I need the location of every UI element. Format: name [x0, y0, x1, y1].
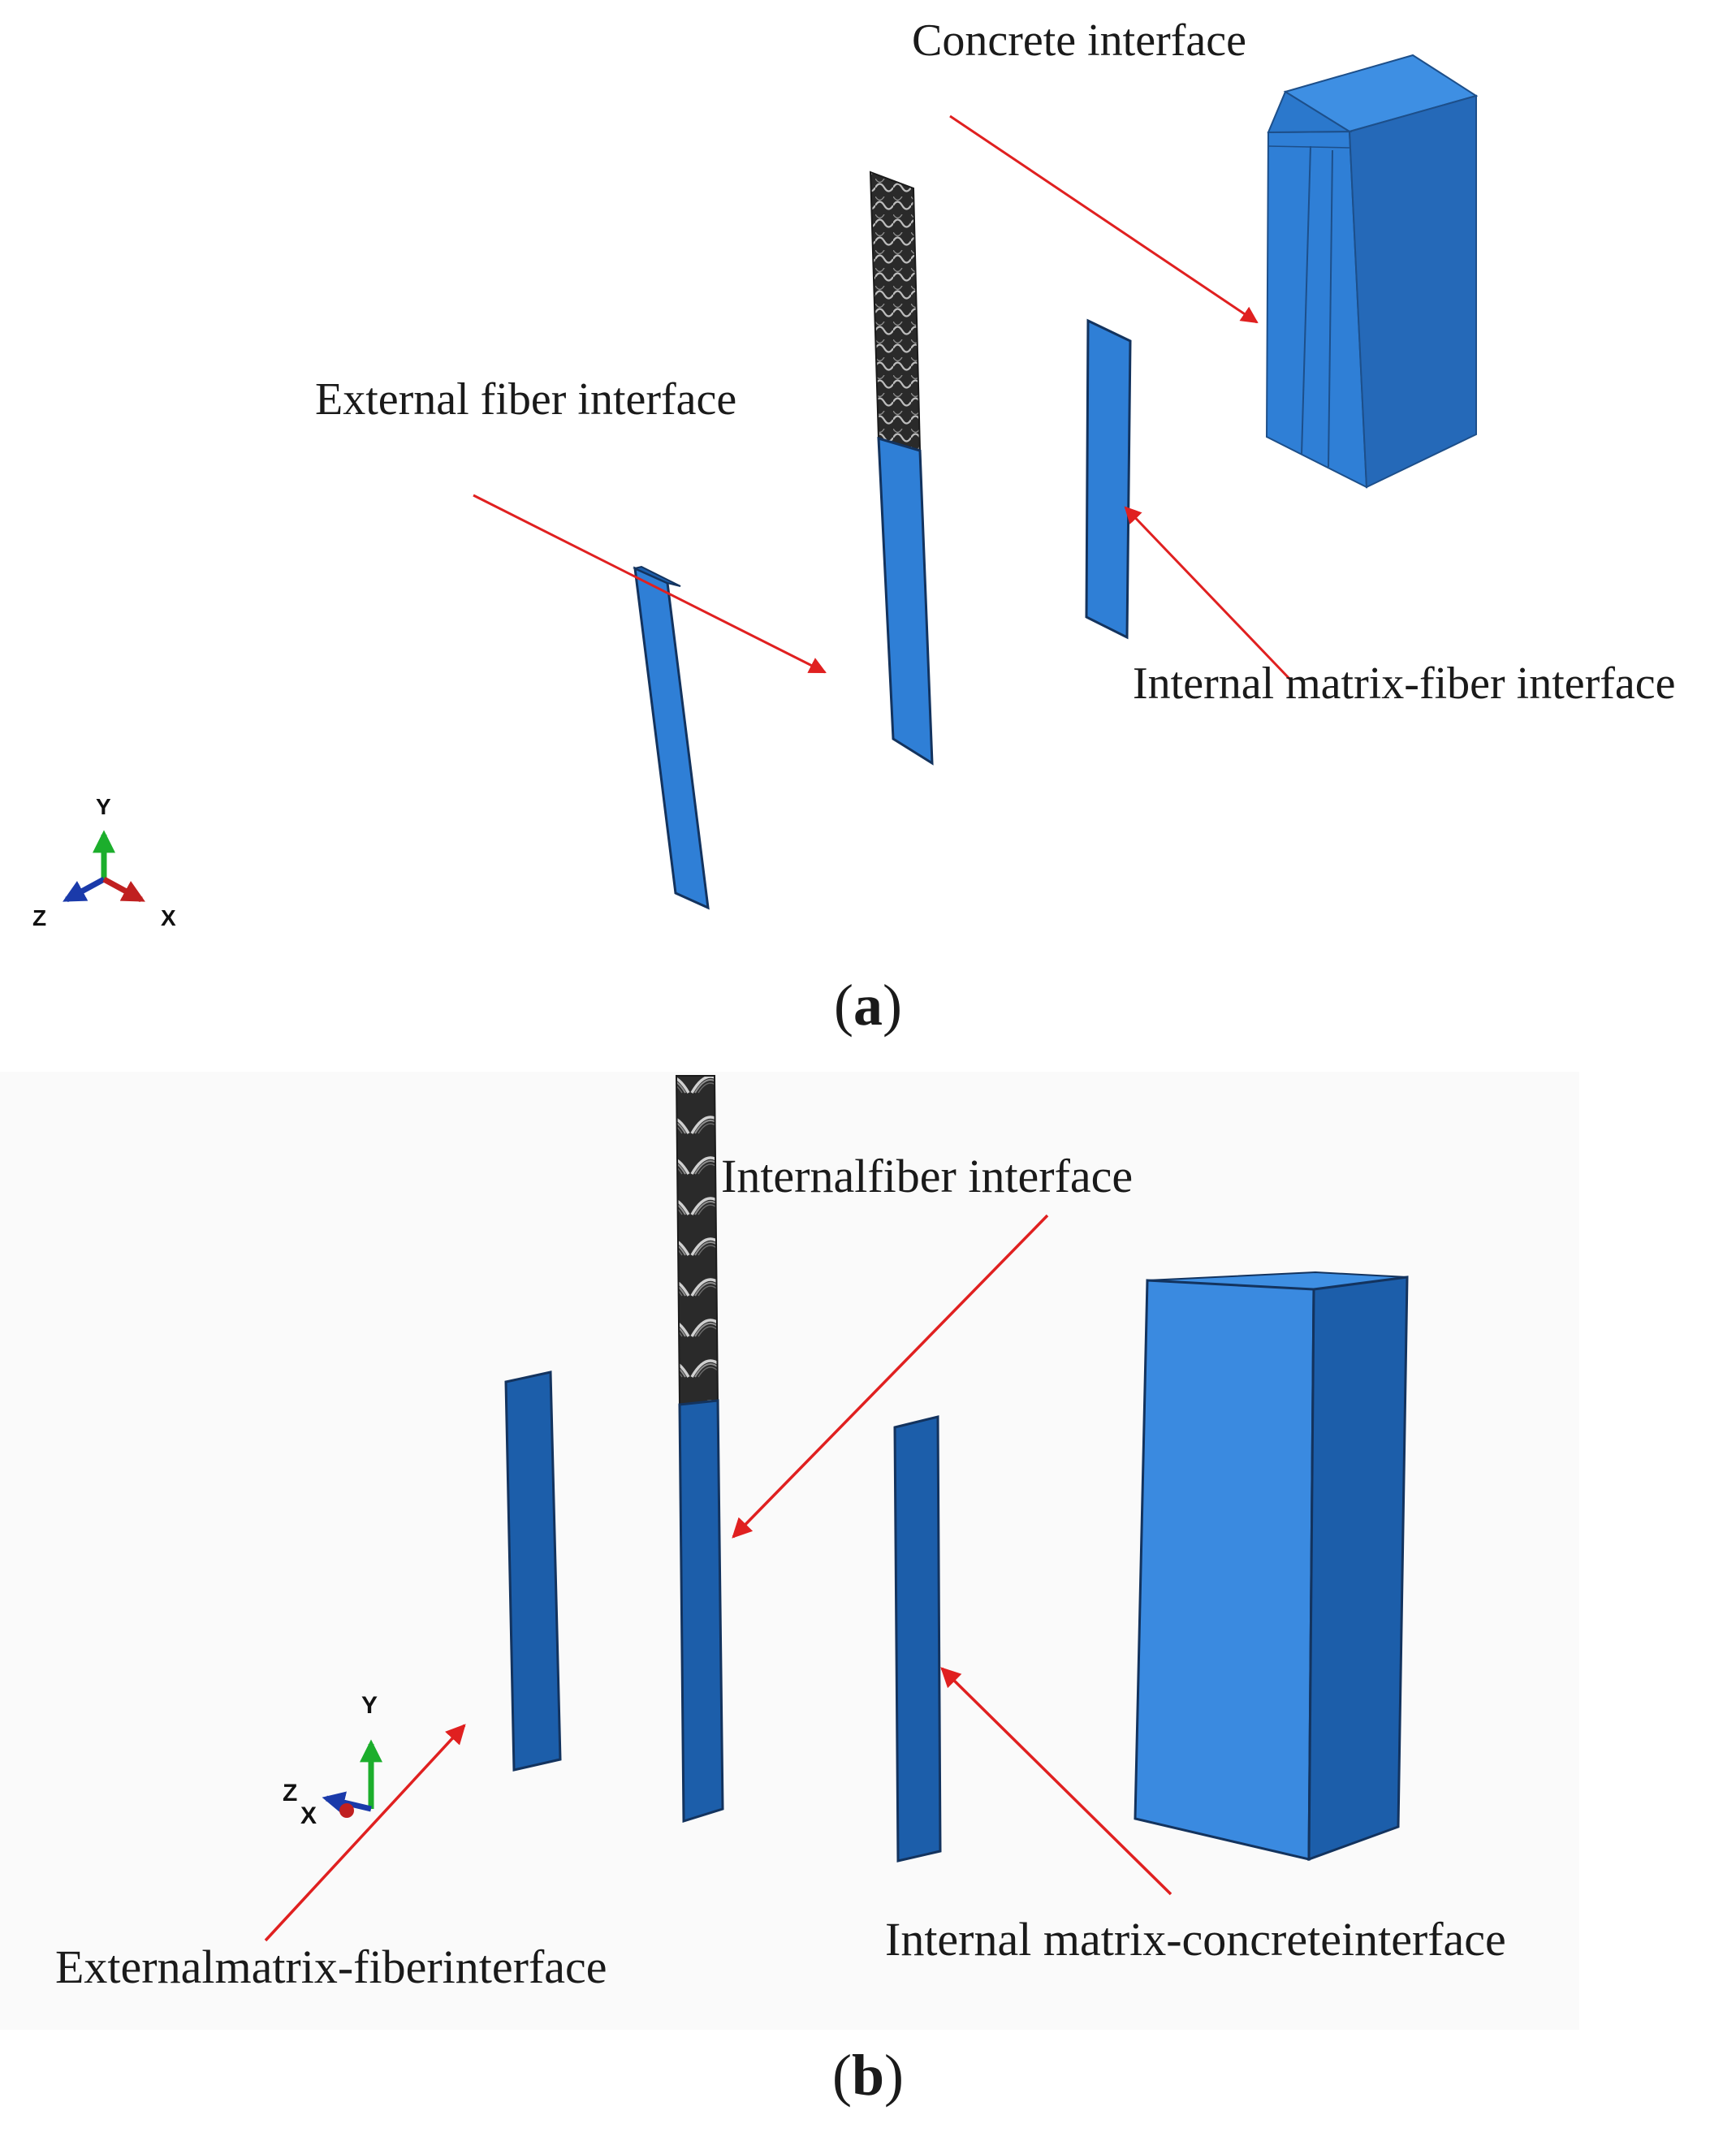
triad-a-y-label: Y — [96, 794, 111, 819]
triad-b-y-label: Y — [361, 1692, 378, 1719]
triad-b-z-label: Z — [283, 1780, 297, 1806]
arrow-external-matrix-fiber-b — [264, 1724, 466, 1942]
axis-triad-b: Y Z X — [283, 1692, 382, 1829]
label-internal-matrix-concrete-interface: Internal matrix-concreteinterface — [885, 1913, 1506, 1966]
external-strip-b — [504, 1370, 562, 1772]
concrete-block-left-edge — [1267, 90, 1353, 134]
concrete-block-band — [1267, 145, 1350, 149]
label-concrete-interface: Concrete interface — [912, 15, 1246, 66]
concrete-block-side — [1348, 94, 1477, 489]
arrow-external-fiber-a — [473, 494, 827, 674]
fiber-strand-b — [675, 1075, 719, 1405]
concrete-block-b — [1134, 1271, 1409, 1862]
triad-a-x-label: X — [161, 905, 176, 930]
arrow-internal-matrix-fiber-a — [1124, 506, 1293, 682]
external-fiber-strip-a — [877, 436, 934, 766]
concrete-block-groove-1 — [1301, 145, 1311, 455]
label-internal-fiber-interface: Internalfiber interface — [721, 1150, 1133, 1202]
triad-b-x-label: X — [300, 1802, 317, 1829]
triad-a-z-label: Z — [32, 905, 46, 930]
panel-b: Internalfiber interface Externalmatrix-f… — [0, 1072, 1579, 2108]
caption-b: (b) — [832, 2043, 904, 2108]
internal-fiber-strip-b — [678, 1399, 724, 1824]
concrete-block-groove-2 — [1328, 149, 1333, 468]
axis-triad-a: Y Z X — [32, 794, 176, 930]
caption-a: (a) — [834, 973, 902, 1038]
internal-strip-b — [893, 1415, 942, 1863]
label-external-matrix-fiber-interface: Externalmatrix-fiberinterface — [55, 1940, 607, 1993]
concrete-block-a — [1265, 54, 1479, 489]
concrete-block-b-side — [1307, 1276, 1409, 1862]
label-internal-matrix-fiber-interface: Internal matrix-fiber interface — [1133, 658, 1676, 709]
panel-a: Concrete interface External fiber interf… — [32, 15, 1676, 1038]
left-strip-a — [632, 565, 710, 910]
arrow-internal-matrix-concrete-b — [940, 1667, 1172, 1896]
arrow-internal-fiber-b — [732, 1214, 1049, 1539]
internal-strip-a — [1085, 318, 1132, 640]
arrow-concrete-a — [949, 114, 1259, 324]
fiber-strand-a — [869, 171, 922, 452]
concrete-block-b-front — [1134, 1279, 1315, 1861]
label-external-fiber-interface: External fiber interface — [315, 374, 736, 425]
